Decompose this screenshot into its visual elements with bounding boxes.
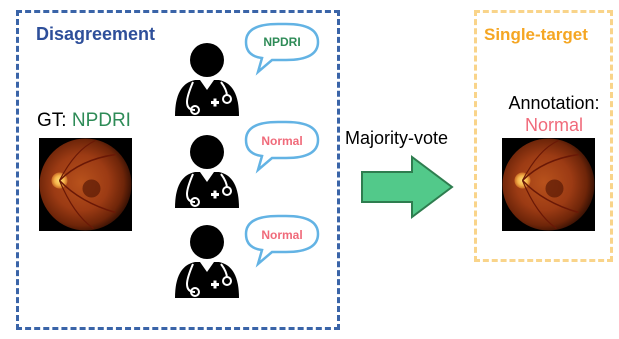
speech-bubble-3: Normal: [244, 214, 320, 268]
ground-truth-label: GT: NPDRI: [37, 110, 131, 132]
gt-value: NPDRI: [71, 110, 131, 131]
annotation-label: Annotation:Normal: [500, 92, 608, 136]
disagreement-title: Disagreement: [36, 24, 156, 44]
annotation-prefix: Annotation:: [508, 93, 600, 113]
single-target-title: Single-target: [484, 25, 588, 44]
speech-bubble-1: NPDRI: [244, 22, 320, 76]
bubble-label: Normal: [261, 228, 302, 242]
bubble-label: Normal: [261, 134, 302, 148]
speech-bubble-2: Normal: [244, 120, 320, 174]
doctor-icon: [174, 134, 240, 209]
fundus-image-left: [38, 137, 133, 232]
doctor-icon: [174, 42, 240, 117]
gt-prefix: GT:: [37, 110, 72, 131]
single-target-panel: [474, 10, 613, 262]
bubble-label: NPDRI: [263, 35, 300, 49]
majority-vote-arrow: [361, 155, 454, 219]
doctor-icon: [174, 224, 240, 299]
majority-vote-label: Majority-vote: [345, 128, 449, 148]
fundus-image-right: [501, 137, 596, 232]
disagreement-panel: [16, 10, 340, 330]
annotation-value: Normal: [524, 115, 583, 135]
